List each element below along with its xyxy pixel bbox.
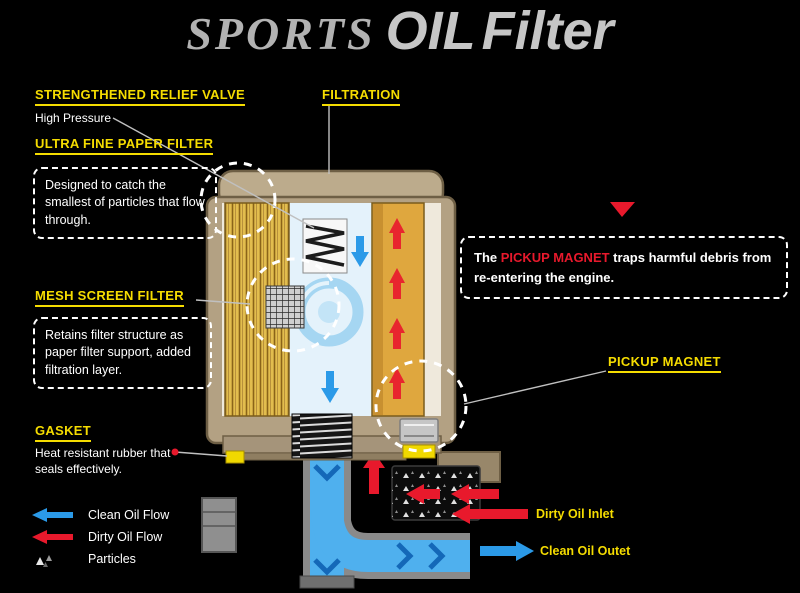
relief-valve-heading: STRENGTHENED RELIEF VALVE bbox=[35, 87, 245, 106]
legend-particles-label: Particles bbox=[88, 552, 136, 566]
filter-canister bbox=[205, 169, 457, 464]
gasket-pointer-dot bbox=[171, 448, 179, 456]
gasket-note: Heat resistant rubber that seals effecti… bbox=[35, 446, 171, 477]
magnet-note-marker-icon bbox=[610, 202, 635, 217]
paper-filter-heading: ULTRA FINE PAPER FILTER bbox=[35, 136, 214, 155]
gasket-heading: GASKET bbox=[35, 423, 91, 442]
paper-filter-note: Designed to catch the smallest of partic… bbox=[33, 167, 217, 239]
pickup-magnet-line bbox=[463, 370, 607, 405]
particles-icon bbox=[36, 555, 52, 567]
clean-oil-outlet-arrow-icon bbox=[480, 541, 534, 561]
magnet-note-pre: The bbox=[474, 250, 501, 265]
dirty-oil-inlet-label: Dirty Oil Inlet bbox=[536, 507, 614, 521]
highlight-circles bbox=[199, 161, 468, 453]
relief-valve-spring bbox=[305, 224, 345, 267]
pickup-magnet-part bbox=[399, 418, 439, 443]
legend-dirty-oil-row: Dirty Oil Flow bbox=[30, 529, 162, 545]
magnet-note-highlight: PICKUP MAGNET bbox=[500, 250, 610, 265]
magnet-area-circle bbox=[374, 359, 468, 453]
pipe-end-cap bbox=[299, 575, 355, 589]
mesh-screen-patch bbox=[265, 285, 305, 329]
dirty-oil-inlet-channel bbox=[363, 451, 501, 521]
magnet-note-post: traps harmful debris from re-entering th… bbox=[474, 250, 772, 285]
dirty-oil-inlet-arrow-icon bbox=[452, 504, 528, 524]
title-word-oil: OIL bbox=[385, 1, 476, 61]
engine-mount-assembly bbox=[201, 446, 470, 589]
magnet-note-box: The PICKUP MAGNET traps harmful debris f… bbox=[460, 236, 788, 299]
dirty-oil-flow-arrows bbox=[389, 218, 405, 399]
mount-block bbox=[201, 497, 237, 553]
gasket-line bbox=[174, 451, 228, 457]
legend-particles-row: Particles bbox=[30, 550, 136, 568]
gasket-seal-left bbox=[225, 450, 245, 464]
mesh-filter-heading: MESH SCREEN FILTER bbox=[35, 288, 184, 307]
dirty-oil-flow-icon bbox=[32, 530, 73, 544]
legend-dirty-label: Dirty Oil Flow bbox=[88, 530, 163, 544]
filtration-heading: FILTRATION bbox=[322, 87, 401, 106]
clean-oil-outlet-label: Clean Oil Outet bbox=[540, 544, 631, 558]
relief-area-circle bbox=[199, 161, 277, 239]
relief-valve-subheading: High Pressure bbox=[35, 111, 112, 125]
mesh-area-circle bbox=[245, 257, 341, 353]
clean-oil-pipe-branch bbox=[311, 507, 470, 572]
title-word-filter: Filter bbox=[481, 1, 614, 61]
mesh-line bbox=[195, 299, 251, 305]
legend-clean-oil-row: Clean Oil Flow bbox=[30, 507, 169, 523]
threaded-center-tube bbox=[291, 413, 353, 459]
pickup-magnet-heading: PICKUP MAGNET bbox=[608, 354, 721, 373]
title-word-sports: SPORTS bbox=[186, 8, 376, 59]
mesh-filter-note: Retains filter structure as paper filter… bbox=[33, 317, 212, 389]
clean-oil-flow-icon bbox=[32, 508, 73, 522]
legend-clean-label: Clean Oil Flow bbox=[88, 508, 170, 522]
gasket-seal-right bbox=[402, 444, 436, 459]
